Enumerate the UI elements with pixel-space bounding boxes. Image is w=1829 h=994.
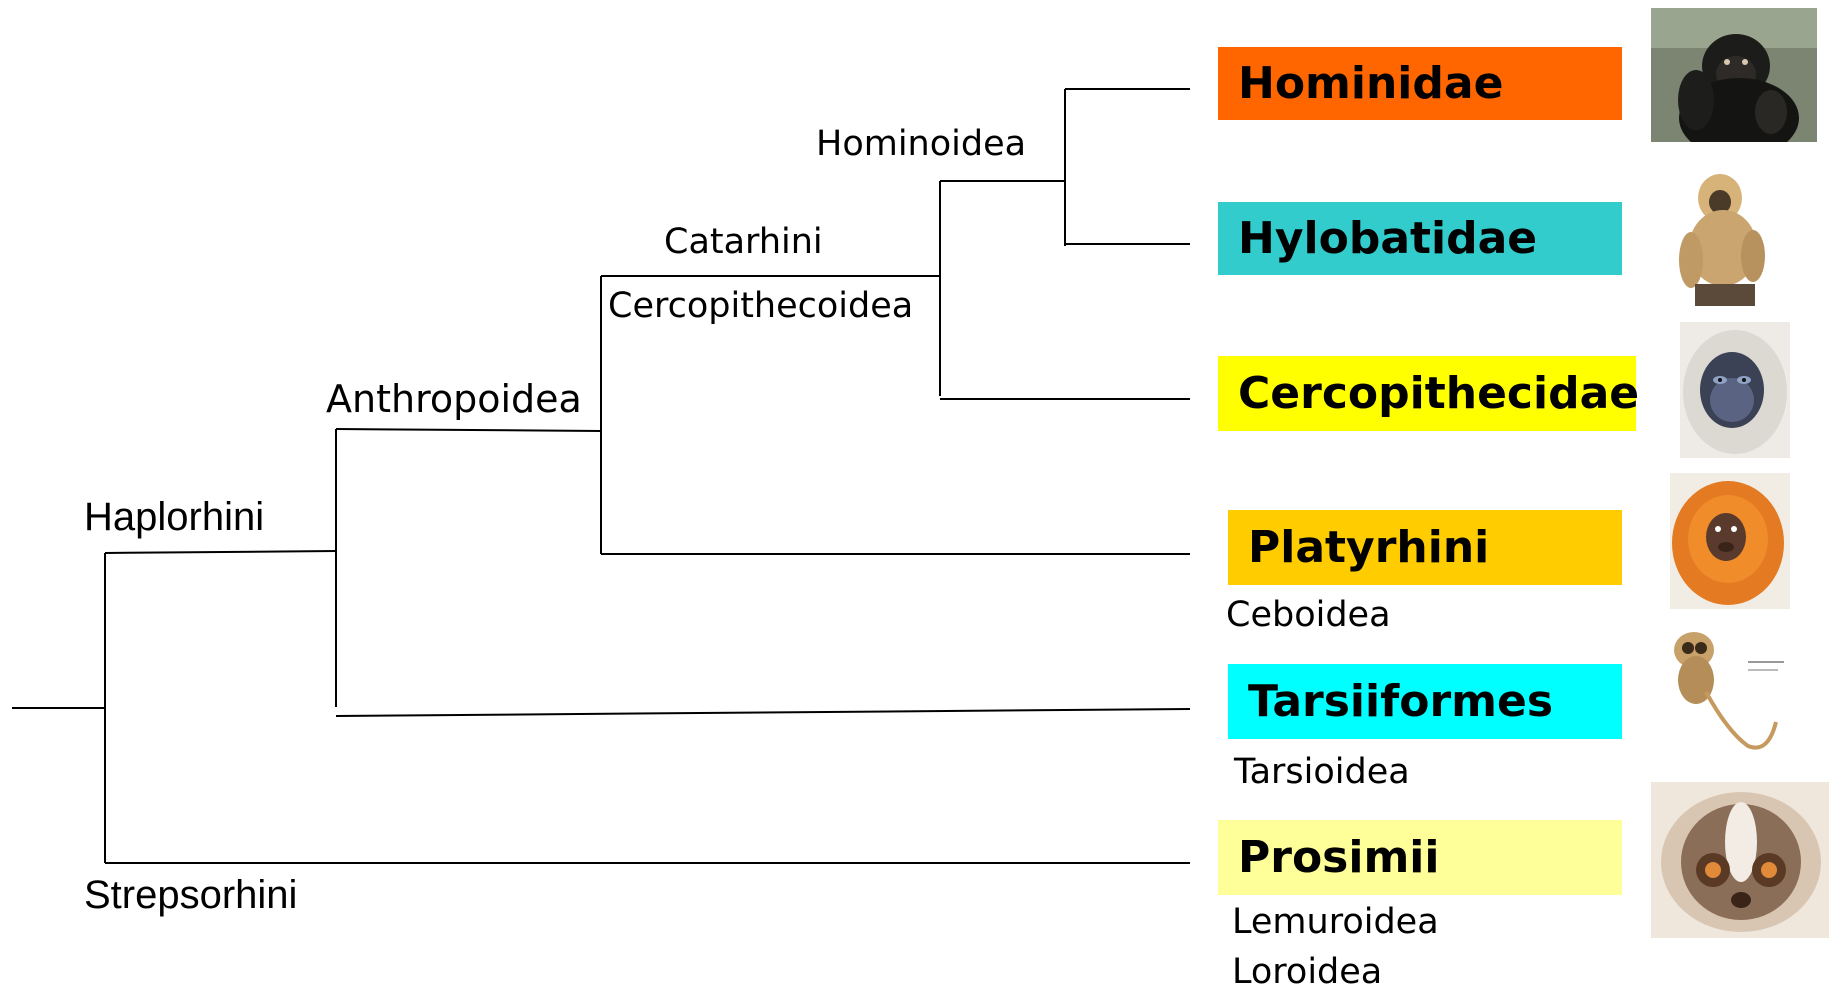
- node-label-anthropoidea: Anthropoidea: [326, 380, 582, 418]
- taxon-box-tarsiiformes: Tarsiiformes: [1228, 664, 1622, 739]
- gibbon-photo: [1665, 160, 1780, 308]
- node-label-strepsorhini: Strepsorhini: [84, 875, 297, 915]
- tarsier-illustration: [1668, 622, 1794, 760]
- taxon-name-cercopithecidae: Cercopithecidae: [1238, 368, 1639, 419]
- node-label-haplorhini: Haplorhini: [84, 497, 264, 537]
- taxon-name-prosimii: Prosimii: [1238, 832, 1439, 883]
- haplorhini-branch: [105, 551, 336, 553]
- node-label-catarhini: Catarhini: [664, 225, 823, 260]
- bonobo-photo: [1651, 8, 1817, 142]
- subtitle-lemuroidea: Lemuroidea: [1232, 901, 1439, 943]
- taxon-name-tarsiiformes: Tarsiiformes: [1248, 676, 1553, 727]
- node-label-cercopithecoidea: Cercopithecoidea: [608, 289, 913, 324]
- macaque-illustration: [1680, 322, 1790, 458]
- node-label-hominoidea: Hominoidea: [816, 127, 1026, 162]
- taxon-box-prosimii: Prosimii: [1218, 820, 1622, 895]
- tarsiiformes-branch: [336, 709, 1190, 716]
- lion-tamarin-illustration: [1670, 473, 1790, 609]
- subtitle-tarsioidea: Tarsioidea: [1234, 751, 1410, 793]
- subtitle-loroidea: Loroidea: [1232, 951, 1382, 993]
- taxon-box-hylobatidae: Hylobatidae: [1218, 202, 1622, 275]
- taxon-name-hominidae: Hominidae: [1238, 58, 1503, 109]
- taxon-box-hominidae: Hominidae: [1218, 47, 1622, 120]
- taxon-name-platyrhini: Platyrhini: [1248, 522, 1489, 573]
- anthropoidea-branch: [336, 429, 601, 431]
- taxon-name-hylobatidae: Hylobatidae: [1238, 213, 1537, 264]
- subtitle-ceboidea: Ceboidea: [1226, 594, 1391, 636]
- taxon-box-platyrhini: Platyrhini: [1228, 510, 1622, 585]
- taxon-box-cercopithecidae: Cercopithecidae: [1218, 356, 1636, 431]
- loris-illustration: [1651, 782, 1829, 938]
